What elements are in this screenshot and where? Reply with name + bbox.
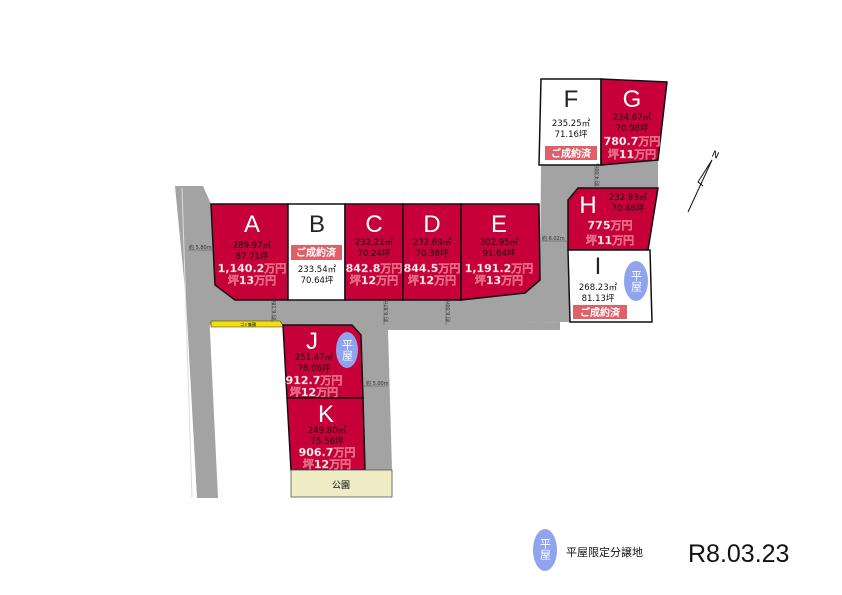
date-label: R8.03.23 [688, 540, 789, 568]
lot-area-m2: 268.23㎡ [579, 283, 618, 293]
lot-unit-price: 坪12万円 [350, 274, 398, 287]
lot-area-tsubo: 70.64坪 [301, 276, 334, 286]
road-edge-line [181, 187, 193, 499]
measurement-label: 約 5.00m [366, 380, 389, 387]
measurements [188, 165, 596, 387]
lot-price: 844.5万円 [404, 262, 461, 275]
road-south [352, 325, 455, 470]
legend-badge-label: 平屋 [539, 538, 552, 561]
lot-price: 780.7万円 [604, 135, 661, 148]
lot-A[interactable]: A 289.97㎡ 87.71坪 1,140.2万円 坪13万円 [210, 203, 289, 301]
lot-area-m2: 289.97㎡ [233, 241, 272, 251]
road-south-strip [388, 322, 560, 330]
measurement-label: 約 6.02m [542, 235, 565, 242]
lot-G[interactable]: G 234.67㎡ 70.98坪 780.7万円 坪11万円 [600, 78, 668, 166]
lot-letter: G [623, 86, 642, 113]
legend-text: 平屋限定分譲地 [566, 545, 643, 559]
roads [175, 160, 658, 499]
lot-E[interactable]: E 302.95㎡ 91.64坪 1,191.2万円 坪13万円 [460, 203, 541, 301]
sold-label: ご成約済 [296, 246, 337, 259]
lot-area-tsubo: 75.56坪 [311, 437, 344, 447]
legend: 平屋 平屋限定分譲地 [533, 529, 643, 571]
lot-area-m2: 234.67㎡ [613, 113, 652, 123]
lot-area-tsubo: 71.16坪 [555, 130, 588, 140]
north-label: N [710, 150, 720, 162]
lot-F[interactable]: F 235.25㎡ 71.16坪 ご成約済 [538, 78, 602, 166]
flat-house-badge [336, 332, 358, 368]
lot-area-m2: 232.69㎡ [413, 238, 452, 248]
lot-unit-price: 坪12万円 [290, 386, 338, 399]
measurement-label: 約 6.87m [383, 299, 390, 322]
park-label: 公園 [332, 480, 350, 491]
lot-area-m2: 249.80㎡ [308, 426, 347, 436]
sold-badge [291, 245, 342, 260]
road-west [175, 186, 218, 498]
lot-letter: B [309, 211, 325, 238]
lot-letter: A [244, 211, 260, 238]
lot-letter: F [564, 86, 579, 113]
lot-area-tsubo: 87.71坪 [236, 252, 269, 262]
lot-D[interactable]: D 232.69㎡ 70.38坪 844.5万円 坪12万円 [402, 203, 462, 301]
lot-letter: K [318, 401, 334, 428]
lot-area-tsubo: 70.46坪 [612, 204, 645, 214]
lot-letter: E [491, 211, 507, 238]
lot-area-tsubo: 70.38坪 [416, 249, 449, 259]
lot-area-tsubo: 81.13坪 [582, 294, 615, 304]
lot-unit-price: 坪13万円 [228, 274, 276, 287]
lot-unit-price: 坪12万円 [408, 274, 456, 287]
flat-house-badge [624, 261, 648, 301]
lot-price: 1,191.2万円 [465, 262, 534, 275]
lot-area-tsubo: 70.24坪 [358, 249, 391, 259]
park: 公園 [290, 469, 393, 498]
lot-unit-price: 坪12万円 [303, 458, 351, 471]
north-arrow-icon: N [687, 150, 720, 213]
lot-area-m2: 235.25㎡ [552, 119, 591, 129]
flat-label: 平屋 [341, 339, 354, 362]
lot-C[interactable]: C 232.21㎡ 70.24坪 842.8万円 坪12万円 [344, 203, 404, 301]
lot-area-tsubo: 76.06坪 [298, 364, 331, 374]
flat-label: 平屋 [630, 270, 643, 293]
measurement-label: 約 6.00m [445, 299, 452, 322]
lot-area-m2: 232.93㎡ [609, 193, 648, 203]
garbage-label: ゴミ集積 [240, 321, 256, 327]
flat-house-legend-badge [533, 529, 557, 571]
measurement-label: 約 6.18m [271, 297, 278, 320]
road-main [200, 160, 658, 325]
lot-I[interactable]: I 268.23㎡ 81.13坪 平屋 ご成約済 [567, 249, 653, 323]
white-area [392, 330, 555, 340]
measurement-label: 約 4.00m [594, 163, 601, 186]
sold-badge [573, 305, 627, 319]
lot-B[interactable]: B ご成約済 233.54㎡ 70.64坪 [287, 203, 346, 301]
lot-price: 912.7万円 [286, 374, 343, 387]
lot-area-m2: 232.21㎡ [355, 238, 394, 248]
sold-label: ご成約済 [580, 306, 621, 319]
lot-H[interactable]: H 232.93㎡ 70.46坪 775万円 坪11万円 [567, 187, 659, 251]
lot-area-m2: 302.95㎡ [480, 238, 519, 248]
lot-area-m2: 233.54㎡ [298, 265, 337, 275]
lot-price: 775万円 [588, 219, 633, 232]
lot-unit-price: 坪13万円 [475, 274, 523, 287]
measurement-label: 約 5.80m [189, 244, 212, 251]
sold-badge [545, 146, 597, 160]
lot-unit-price: 坪11万円 [586, 234, 634, 247]
lot-K[interactable]: K 249.80㎡ 75.56坪 906.7万円 坪12万円 [286, 397, 366, 471]
lot-letter: C [365, 211, 382, 238]
lot-price: 1,140.2万円 [218, 262, 287, 275]
lot-letter: D [423, 211, 440, 238]
lot-area-m2: 251.47㎡ [295, 353, 334, 363]
lot-price: 842.8万円 [346, 262, 403, 275]
lot-J[interactable]: J 251.47㎡ 76.06坪 平屋 912.7万円 坪12万円 [282, 324, 364, 399]
lot-letter: I [595, 253, 602, 280]
lot-area-tsubo: 91.64坪 [483, 249, 516, 259]
lot-unit-price: 坪11万円 [608, 148, 656, 161]
sold-label: ご成約済 [551, 147, 592, 160]
lot-area-tsubo: 70.98坪 [616, 124, 649, 134]
lot-price: 906.7万円 [299, 446, 356, 459]
lot-letter: H [579, 192, 596, 219]
lot-letter: J [306, 328, 318, 355]
